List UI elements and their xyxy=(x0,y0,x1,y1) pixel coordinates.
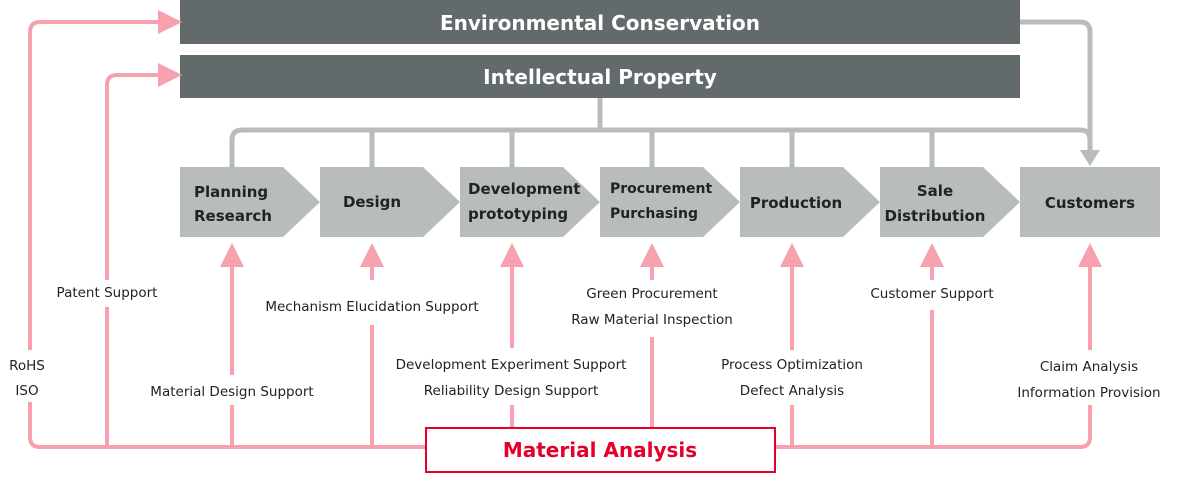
customer-support-label: Customer Support xyxy=(870,286,993,302)
information-provision-label: Information Provision xyxy=(1017,385,1160,401)
reliability-design-support-label: Reliability Design Support xyxy=(424,383,599,399)
step-label: Development xyxy=(468,180,580,198)
process-optimization-label: Process Optimization xyxy=(721,357,863,373)
step-label: Production xyxy=(750,194,842,212)
rohs-label: RoHS xyxy=(9,358,45,374)
step-label: Customers xyxy=(1045,194,1135,212)
intellectual-property-bar: Intellectual Property xyxy=(180,55,1020,98)
step-design: Design xyxy=(320,167,460,237)
step-development-prototyping: Development prototyping xyxy=(460,167,600,237)
environmental-conservation-bar: Environmental Conservation xyxy=(180,0,1020,44)
step-label: Research xyxy=(194,207,272,225)
material-design-support-label: Material Design Support xyxy=(150,384,313,400)
material-analysis-label: Material Analysis xyxy=(503,438,697,462)
step-label: Distribution xyxy=(885,207,986,225)
step-production: Production xyxy=(740,167,880,237)
pink-connectors xyxy=(28,10,1102,449)
intellectual-property-label: Intellectual Property xyxy=(483,65,717,89)
material-analysis-box: Material Analysis xyxy=(425,427,776,473)
gray-connectors xyxy=(229,19,1100,167)
step-procurement-purchasing: Procurement Purchasing xyxy=(600,167,740,237)
arrow-down-icon xyxy=(1080,150,1100,166)
step-label: Planning xyxy=(194,183,268,201)
step-label: Procurement xyxy=(610,181,712,197)
green-procurement-label: Green Procurement xyxy=(586,286,717,302)
raw-material-inspection-label: Raw Material Inspection xyxy=(571,312,733,328)
patent-support-label: Patent Support xyxy=(57,285,158,301)
mechanism-elucidation-support-label: Mechanism Elucidation Support xyxy=(265,299,478,315)
step-label: Sale xyxy=(917,182,953,200)
claim-analysis-label: Claim Analysis xyxy=(1040,359,1138,375)
iso-label: ISO xyxy=(15,383,38,399)
development-experiment-support-label: Development Experiment Support xyxy=(396,357,627,373)
process-steps: Planning Research Design Development pro… xyxy=(180,167,1160,237)
step-label: prototyping xyxy=(468,205,568,223)
support-labels: Patent Support RoHS ISO Material Design … xyxy=(9,285,1160,401)
defect-analysis-label: Defect Analysis xyxy=(740,383,844,399)
step-label: Purchasing xyxy=(610,206,698,222)
step-planning-research: Planning Research xyxy=(180,167,320,237)
step-label: Design xyxy=(343,193,401,211)
step-customers: Customers xyxy=(1020,167,1160,237)
environmental-conservation-label: Environmental Conservation xyxy=(440,11,760,35)
step-sale-distribution: Sale Distribution xyxy=(880,167,1020,237)
